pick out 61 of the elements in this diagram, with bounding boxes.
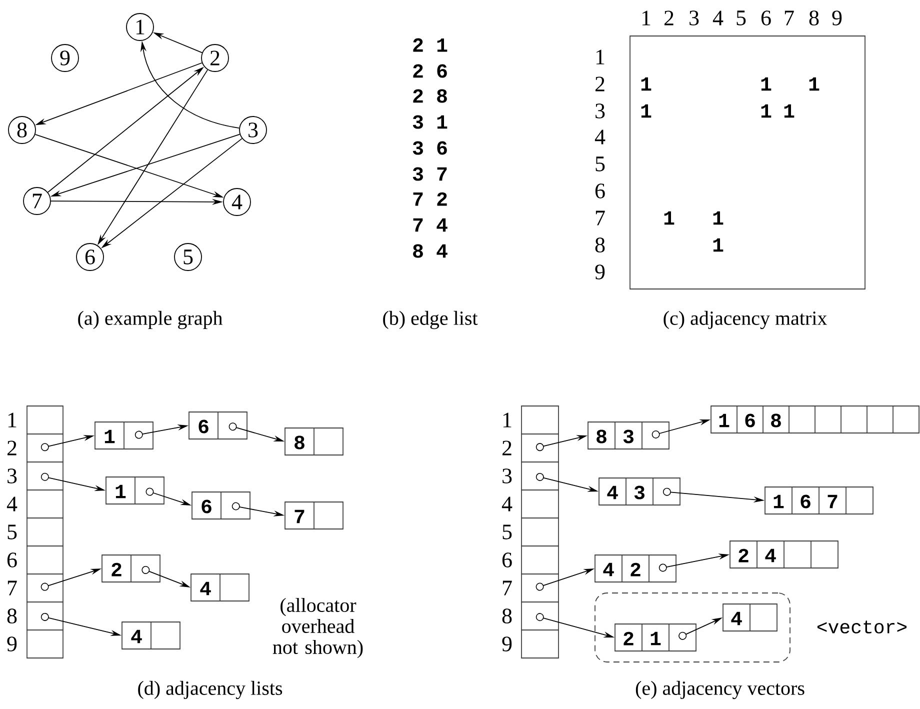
row-number: 7 xyxy=(8,580,17,596)
row-number: 7 xyxy=(502,580,512,596)
list-node: 2 4 xyxy=(730,540,838,568)
edge-list-row: 2 1 xyxy=(413,38,448,52)
row-number: 6 xyxy=(595,184,605,198)
edge-list-row: 7 2 xyxy=(413,192,447,206)
list-node: 4 xyxy=(722,604,778,632)
row-number: 1 xyxy=(8,412,16,428)
list-node: 8 xyxy=(284,428,344,456)
row-number: 5 xyxy=(8,524,17,540)
row-number: 2 xyxy=(595,76,604,92)
type-label: <vector> xyxy=(817,620,906,634)
list-node: 2 1 xyxy=(614,624,696,652)
edge-list-row: 3 7 xyxy=(412,167,447,181)
list-node: 1 xyxy=(106,476,164,504)
row-number: 3 xyxy=(502,468,512,484)
row-number: 4 xyxy=(6,496,18,512)
edge-list-row: 8 4 xyxy=(413,244,448,258)
list-node: 1 6 8 xyxy=(710,406,920,434)
edge-list-row: 2 8 xyxy=(413,89,447,103)
row-number: 8 xyxy=(7,608,17,624)
edge-list-row: 3 1 xyxy=(412,115,448,129)
list-node: 2 xyxy=(102,554,160,582)
row-number: 3 xyxy=(8,468,17,484)
edge-list-row: 2 6 xyxy=(413,64,447,78)
row-number: 1 xyxy=(596,50,604,64)
note: (allocator overhead not shown) xyxy=(272,598,363,658)
row-number: 4 xyxy=(502,496,512,512)
row-number: 8 xyxy=(595,238,605,252)
caption: (b) edge list xyxy=(383,310,478,330)
list-node: 4 3 xyxy=(598,478,680,506)
caption: (d) adjacency lists xyxy=(138,680,282,700)
edge-list-row: 7 4 xyxy=(413,218,448,232)
list-node: 7 xyxy=(284,502,344,530)
row-number: 4 xyxy=(594,130,606,144)
row-number: 3 xyxy=(596,104,605,118)
row-number: 8 xyxy=(502,608,512,624)
list-node: 8 3 xyxy=(588,422,670,450)
caption: (c) adjacency matrix xyxy=(664,310,827,330)
row-number: 1 xyxy=(503,412,512,428)
row-number: 9 xyxy=(7,636,17,652)
list-node: 6 xyxy=(192,492,250,520)
caption: (e) adjacency vectors xyxy=(636,680,804,700)
row-number: 6 xyxy=(7,552,17,568)
row-number: 2 xyxy=(7,440,16,456)
row-number: 7 xyxy=(596,210,605,226)
list-node: 1 6 7 xyxy=(764,486,874,514)
row-number: 5 xyxy=(502,524,512,540)
list-node: 4 xyxy=(122,622,180,650)
list-node: 6 xyxy=(188,412,248,440)
row-number: 6 xyxy=(502,552,512,568)
edge-list-row: 3 6 xyxy=(412,141,447,155)
row-number: 9 xyxy=(502,636,512,652)
list-node: 4 2 xyxy=(594,554,676,582)
row-number: 5 xyxy=(596,156,605,172)
caption: (a) example graph xyxy=(78,310,222,330)
row-number: 2 xyxy=(502,440,512,456)
list-node: 4 xyxy=(190,574,250,602)
row-number: 9 xyxy=(595,264,605,280)
list-node: 1 xyxy=(94,422,154,450)
matrix-box: 1 1 1 1 1 1 1 1 1 xyxy=(630,36,866,290)
